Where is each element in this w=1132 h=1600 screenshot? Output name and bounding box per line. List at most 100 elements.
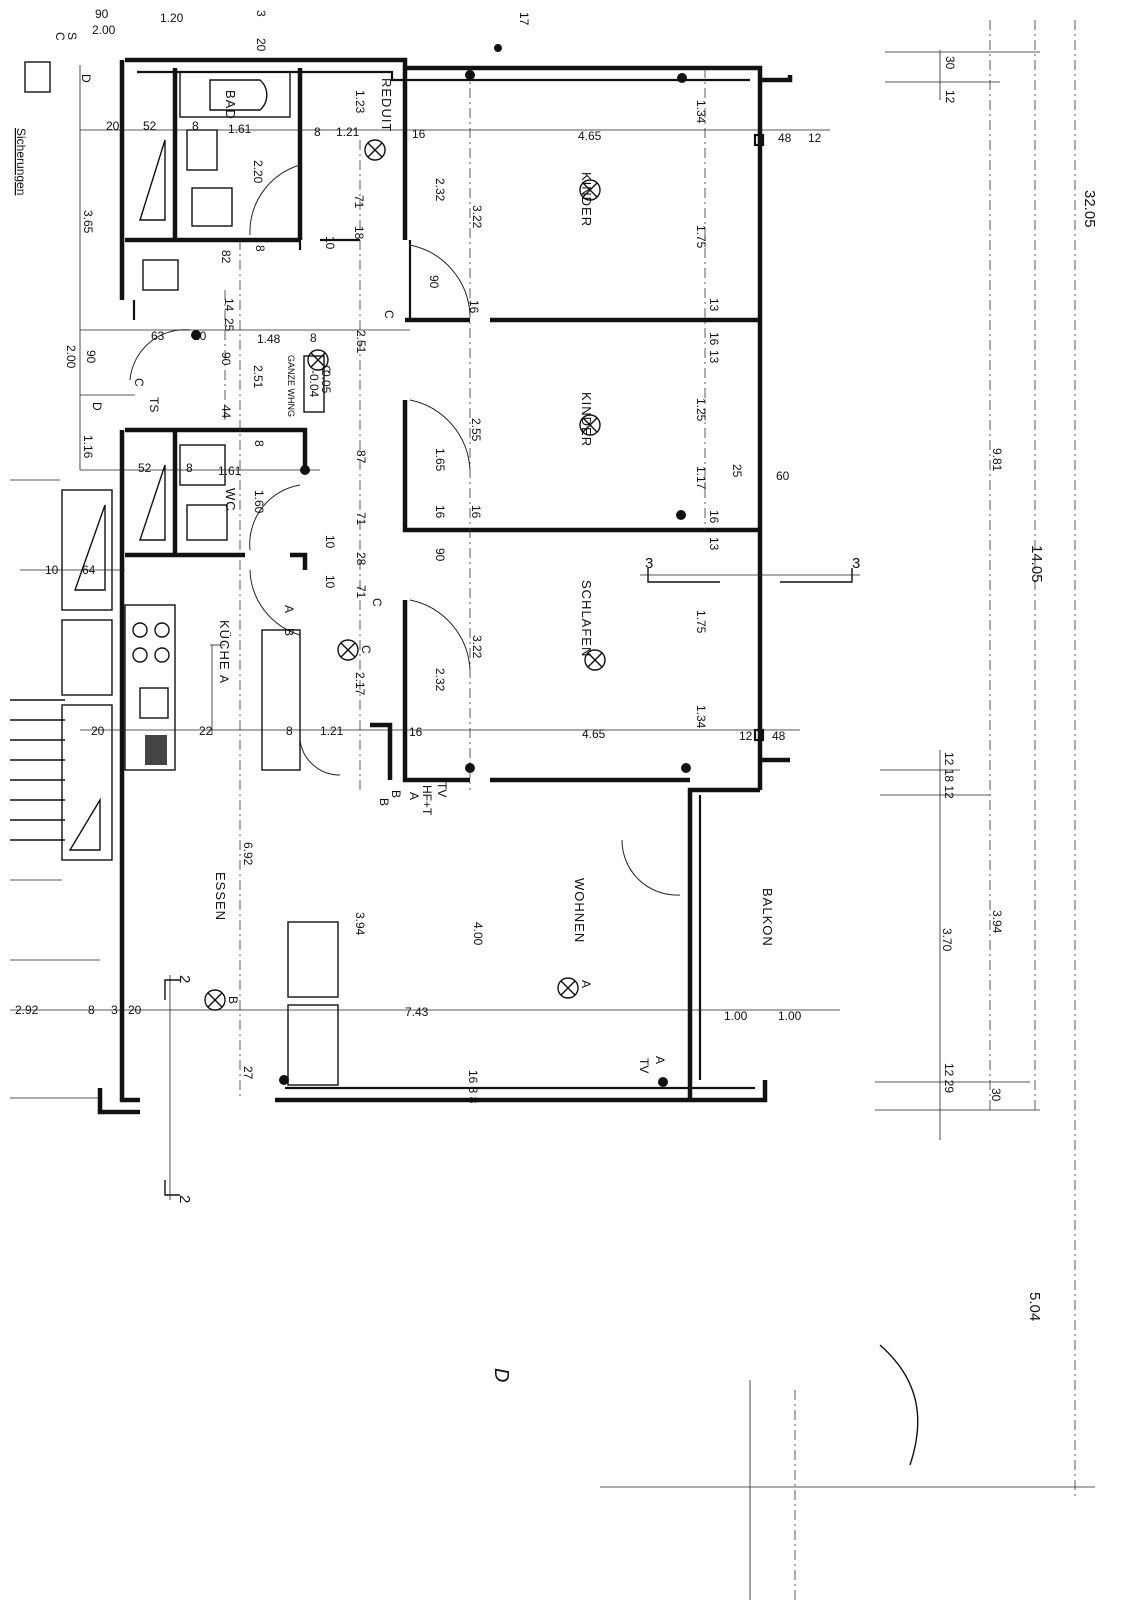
socket-markers	[191, 44, 691, 1087]
dim-64: 64	[82, 563, 96, 577]
room-label-wohnen: WOHNEN	[572, 878, 587, 943]
dim-87: 87	[354, 450, 368, 464]
dim-right-30b: 30	[989, 1088, 1003, 1102]
dim-220: 2.20	[251, 160, 265, 184]
dim-465a: 4.65	[578, 129, 602, 143]
socket-icon	[681, 763, 691, 773]
dim-top-120: 1.20	[160, 11, 184, 25]
section-3-right: 3	[852, 555, 860, 572]
fixture-letter-d2: D	[79, 74, 93, 83]
dim-90c: 90	[84, 350, 98, 364]
dim-10a: 10	[323, 236, 337, 250]
hf-t-note: HF+T	[420, 785, 434, 816]
fixture-letter-a1: A	[282, 605, 296, 613]
dim-25b: 25	[730, 464, 744, 478]
dim-232a: 2.32	[433, 178, 447, 202]
fixture-letter-c1: C	[382, 310, 396, 319]
fixture-letters: C C C C C C A B A B A B A D D B S	[53, 32, 667, 1064]
dim-8b: 8	[253, 245, 267, 252]
room-label-wc: WC	[223, 488, 238, 512]
dim-292: 2.92	[15, 1003, 39, 1017]
dim-18: 18	[352, 226, 366, 240]
fixture-letter-b4: B	[389, 790, 403, 798]
dim-3: 3	[111, 1003, 118, 1017]
interior-walls	[125, 68, 760, 783]
fixture-letter-a2: A	[407, 792, 421, 800]
light-icon	[579, 414, 601, 436]
fixture-letter-a3: A	[579, 980, 593, 988]
dim-394b: 3.94	[353, 912, 367, 936]
dim-100b: 1.00	[778, 1009, 802, 1023]
dim-8g: 8	[88, 1003, 95, 1017]
section-2-top: 2	[176, 975, 193, 983]
dim-12b: 12	[739, 729, 753, 743]
dim-100a: 1.00	[724, 1009, 748, 1023]
section-3-left: 3	[645, 555, 653, 572]
fixtures	[10, 61, 339, 1086]
dim-right-30a: 30	[943, 56, 957, 70]
tv-note-1: TV	[435, 782, 449, 797]
notes: Sicherungen GANZE WHNG -0.04 0.05 TV HF+…	[14, 128, 919, 1466]
ts-note: TS	[147, 397, 161, 412]
fixture-letter-s: S	[65, 32, 79, 40]
socket-icon	[191, 330, 201, 340]
dim-bad-20: 20	[106, 119, 120, 133]
dim-82: 82	[219, 250, 233, 264]
dim-90a: 90	[427, 275, 441, 289]
ganze-whng-note: GANZE WHNG	[286, 355, 296, 417]
dim-165: 1.65	[433, 448, 447, 472]
dim-right-981: 9.81	[990, 448, 1004, 472]
level-note-2: 0.05	[319, 370, 333, 394]
dim-200b: 2.00	[64, 345, 78, 369]
sicherungen-note: Sicherungen	[14, 128, 28, 195]
dim-27: 27	[241, 1066, 255, 1080]
dim-16g: 16	[409, 725, 423, 739]
dim-20c: 20	[128, 1003, 142, 1017]
dim-13c: 13	[707, 537, 721, 551]
dim-16d: 16	[433, 505, 447, 519]
dim-10c: 10	[323, 535, 337, 549]
dim-bad-161: 1.61	[228, 122, 252, 136]
dim-top-3: 3	[254, 10, 268, 17]
dim-top-90: 90	[95, 7, 109, 21]
socket-icon	[300, 465, 310, 475]
dim-160: 1.60	[252, 490, 266, 514]
dim-bad-8: 8	[192, 119, 199, 133]
dim-right-12-29: 12 29	[942, 1063, 956, 1093]
dim-8f: 8	[286, 724, 293, 738]
dim-255: 2.55	[469, 418, 483, 442]
dim-16c: 16	[707, 332, 721, 346]
section-2-bottom: 2	[176, 1195, 193, 1203]
socket-icon	[676, 510, 686, 520]
dim-8d: 8	[186, 461, 193, 475]
room-label-schlafen: SCHLAFEN	[579, 580, 594, 657]
dim-14: 14	[222, 298, 236, 312]
dim-90b: 90	[219, 352, 233, 366]
dim-13b: 13	[707, 350, 721, 364]
dim-reduit-8: 8	[314, 125, 321, 139]
level-note-1: -0.04	[307, 370, 321, 398]
fixture-letter-c4: C	[370, 598, 384, 607]
dim-top-200: 2.00	[92, 23, 116, 37]
light-symbols	[204, 139, 606, 1011]
dim-322a: 3.22	[470, 205, 484, 229]
section-a-mark: A	[217, 675, 231, 683]
dim-251a: 2.51	[354, 330, 368, 354]
room-label-balkon: BALKON	[760, 888, 775, 947]
dim-top-20: 20	[254, 38, 268, 52]
dim-175b: 1.75	[694, 610, 708, 634]
fixture-letter-d1: D	[90, 402, 104, 411]
dim-52b: 52	[138, 461, 152, 475]
dim-60: 60	[776, 469, 790, 483]
dim-63: 63	[151, 329, 165, 343]
dim-right-370: 3.70	[940, 928, 954, 952]
dim-365: 3.65	[81, 210, 95, 234]
room-label-kueche: KÜCHE	[217, 620, 232, 671]
dimension-labels: 32.05 14.05 5.04 9.81 3.94 3.70 30 12 30…	[15, 7, 1098, 1321]
room-labels: BAD REDUIT KINDER KINDER WC KÜCHE SCHLAF…	[213, 78, 775, 947]
dim-22: 22	[199, 724, 213, 738]
dim-20b: 20	[91, 724, 105, 738]
dim-71b: 71	[354, 512, 368, 526]
dim-48b: 48	[772, 729, 786, 743]
dim-10d: 10	[323, 575, 337, 589]
